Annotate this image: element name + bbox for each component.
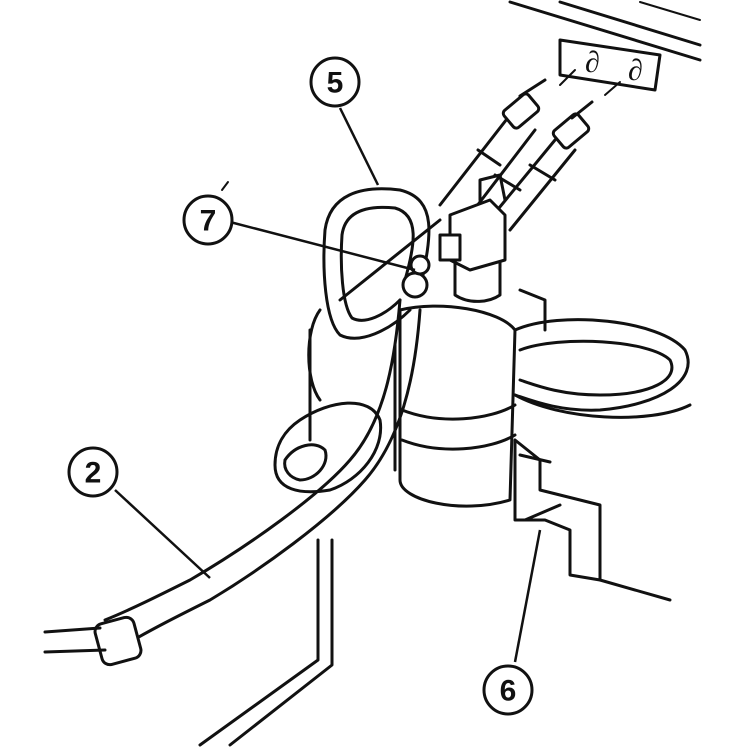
- callout-2-label: 2: [85, 457, 102, 490]
- lower-frame: [198, 328, 334, 747]
- callout-5-label: 5: [327, 67, 344, 100]
- body-panel-top: [508, 0, 702, 62]
- pressure-switch: [438, 173, 507, 303]
- terminal-glyph-right: ∂: [628, 54, 643, 87]
- leader-7: [229, 220, 416, 272]
- tick-mark-7: [221, 181, 229, 191]
- callout-2: 2: [67, 446, 119, 498]
- lower-bracket: [513, 438, 672, 602]
- main-hose: [43, 298, 422, 667]
- callout-7-label: 7: [200, 205, 217, 238]
- loop-line: [322, 187, 431, 340]
- callout-6: 6: [482, 664, 534, 716]
- callout-6-label: 6: [500, 675, 517, 708]
- leader-5: [338, 107, 380, 186]
- receiver-drier: [393, 304, 517, 508]
- callout-5: 5: [309, 56, 361, 108]
- refrigerant-lines-upper: [438, 78, 594, 232]
- callout-7: 7: [182, 194, 234, 246]
- leader-2: [114, 489, 211, 579]
- terminal-glyph-left: ∂: [585, 46, 600, 79]
- leader-6: [513, 529, 542, 663]
- connector-plate: ∂ ∂: [558, 38, 662, 96]
- mounting-strap: [513, 288, 692, 419]
